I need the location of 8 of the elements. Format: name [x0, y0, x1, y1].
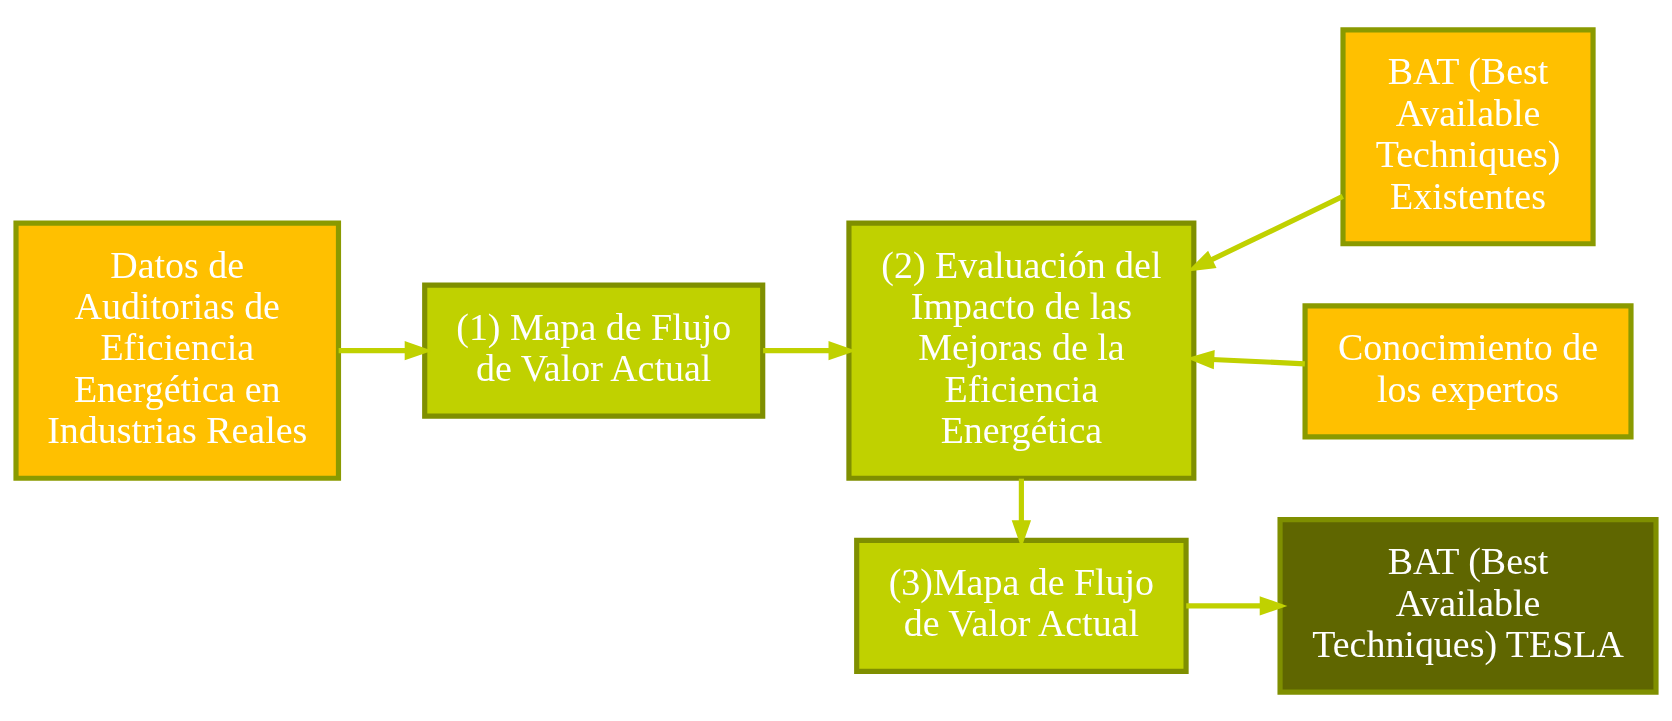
- node-box: BAT (Best Available Techniques) TESLA: [1277, 516, 1659, 695]
- arrow: [1186, 595, 1288, 616]
- node-box: Conocimiento de los expertos: [1302, 302, 1634, 439]
- node-box: (2) Evaluación del Impacto de las Mejoras de la Eficiencia Energética: [846, 219, 1197, 481]
- node-box: (1) Mapa de Flujo de Valor Actual: [422, 282, 766, 419]
- node-box: BAT (Best Available Techniques) Existentes: [1340, 26, 1596, 246]
- node-box: (3)Mapa de Flujo de Valor Actual: [854, 537, 1189, 674]
- node-box: Datos de Auditorias de Eficiencia Energética en Industrias Reales: [13, 219, 342, 481]
